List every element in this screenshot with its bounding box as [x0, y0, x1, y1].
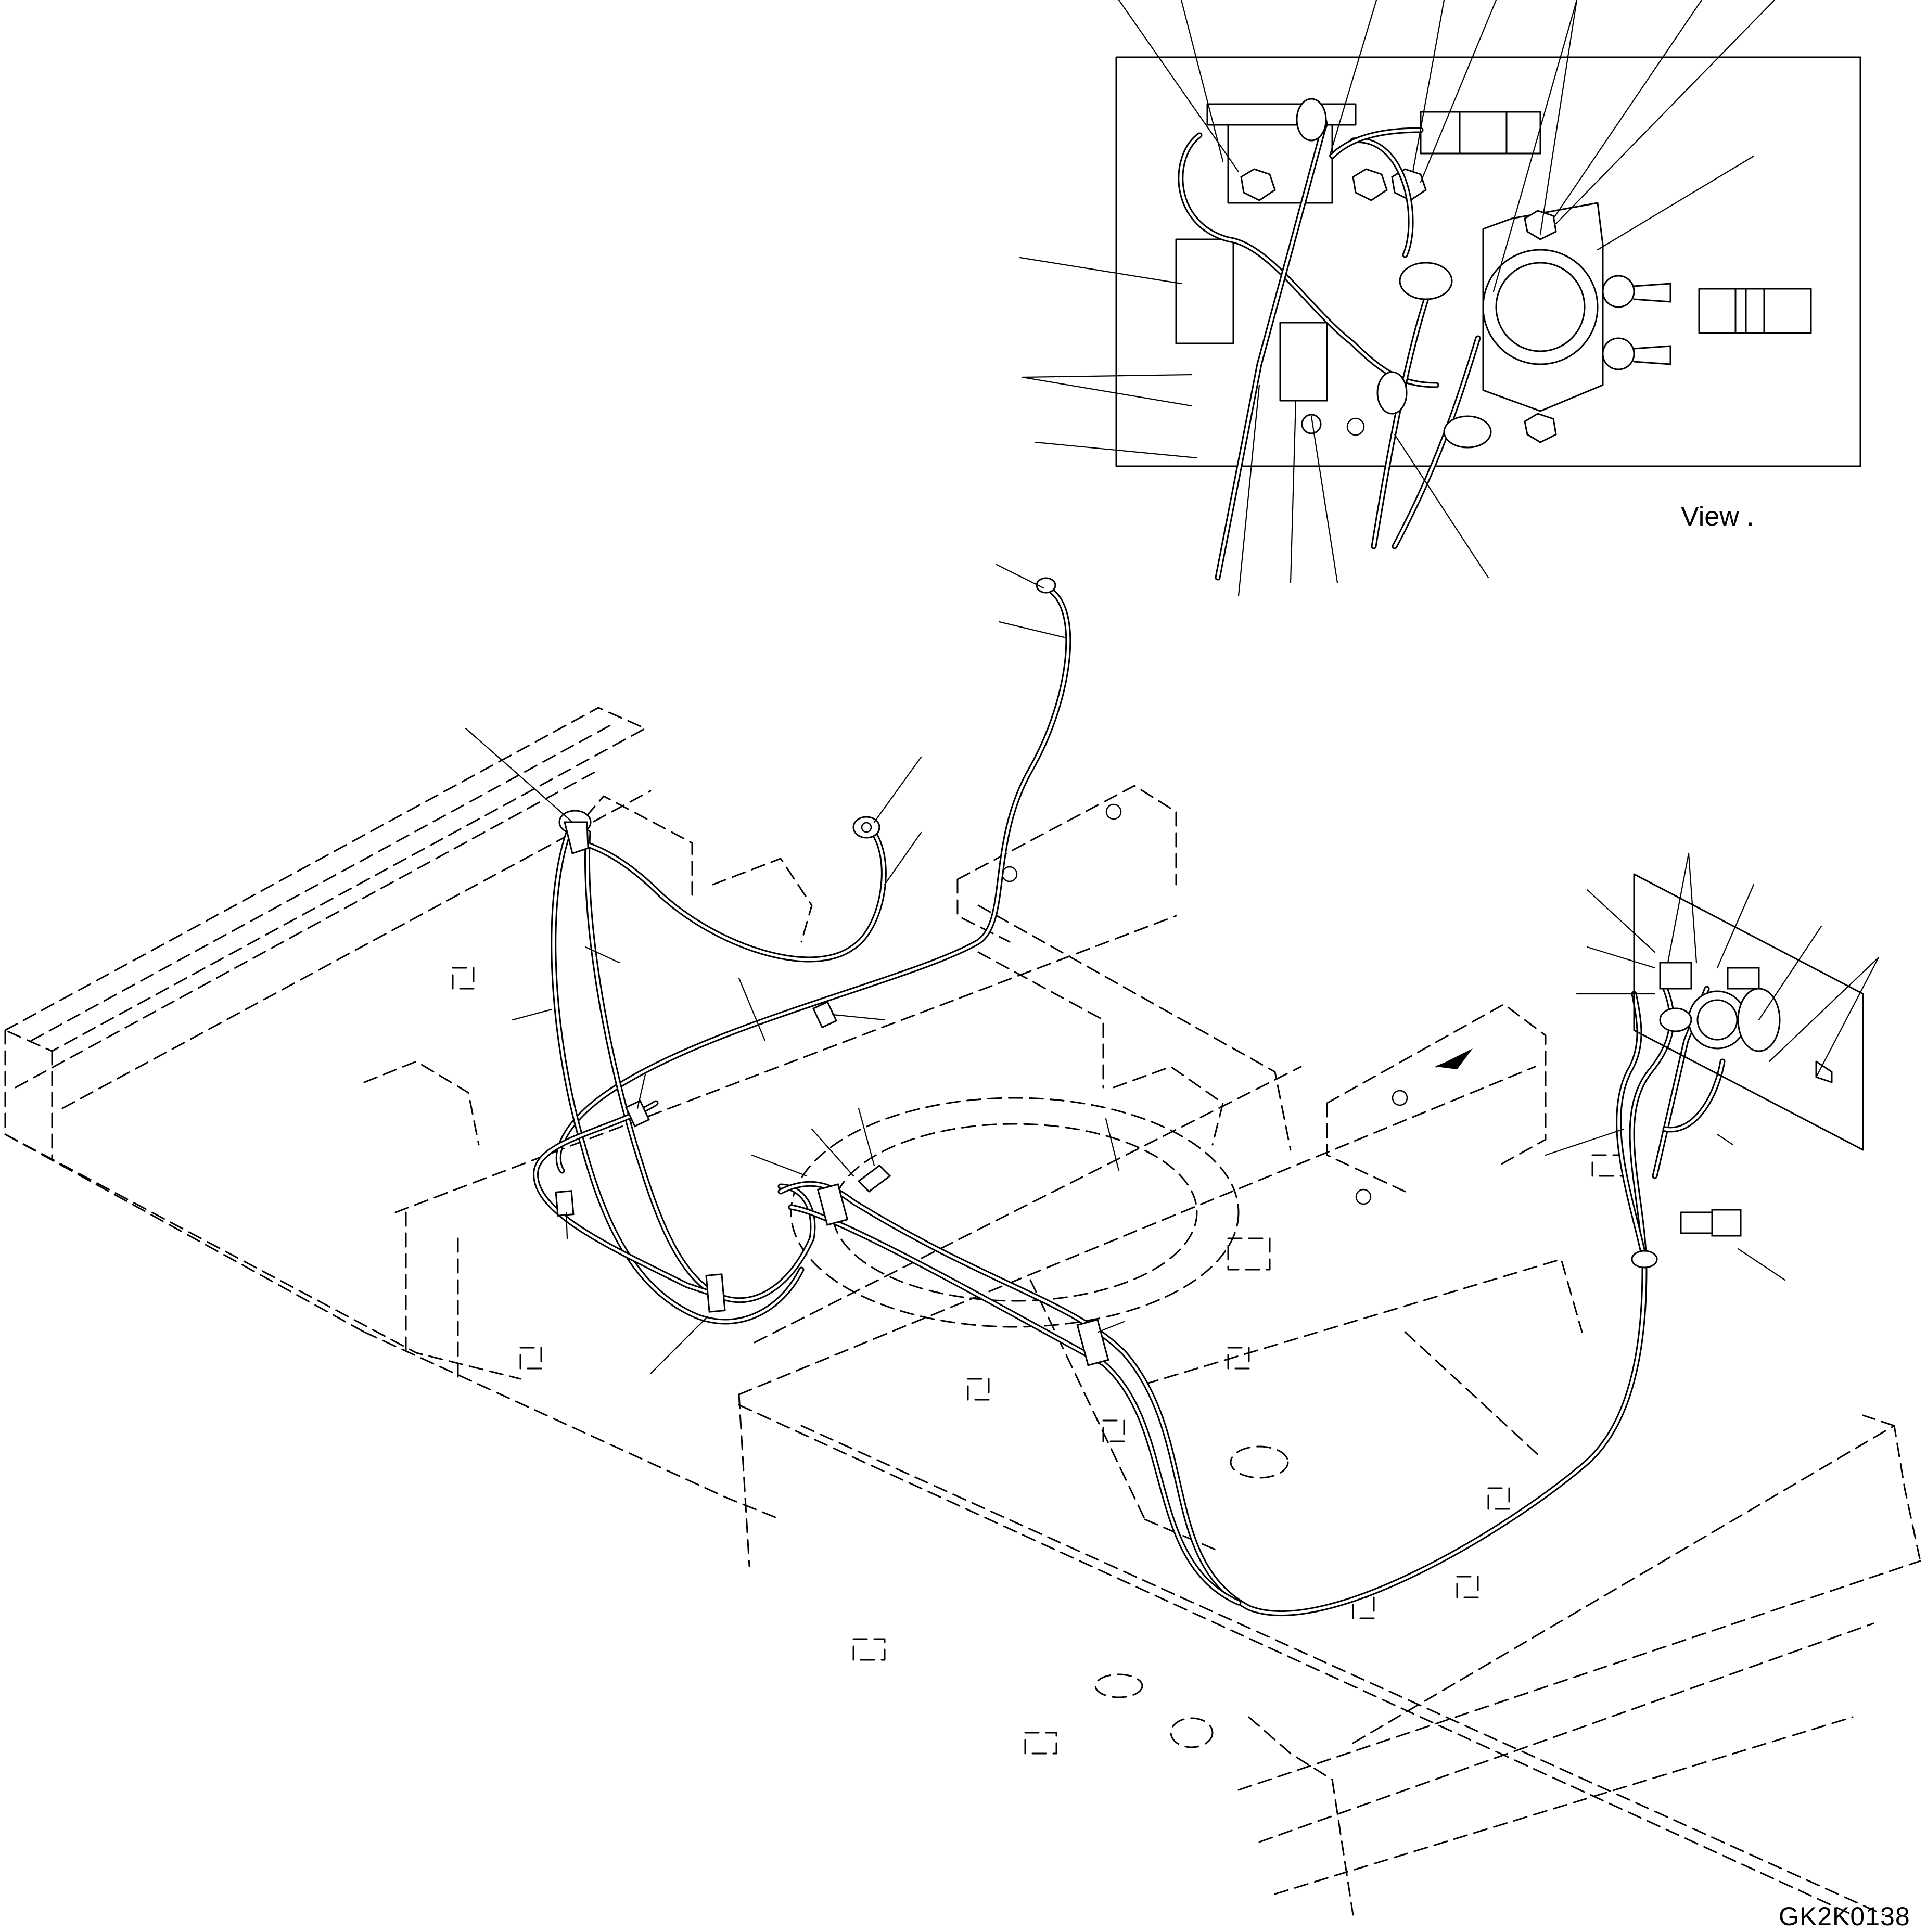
harness-parts [555, 577, 1864, 1366]
harness [533, 585, 1726, 1616]
view-leader-lines [1019, 0, 1776, 597]
chassis-frame [4, 707, 1921, 1916]
view-title: View . [1681, 502, 1754, 532]
view-inset: View . [1019, 0, 1861, 597]
drawing-number: GK2K0138 [1779, 1902, 1910, 1931]
main-leader-lines [465, 564, 1880, 1375]
